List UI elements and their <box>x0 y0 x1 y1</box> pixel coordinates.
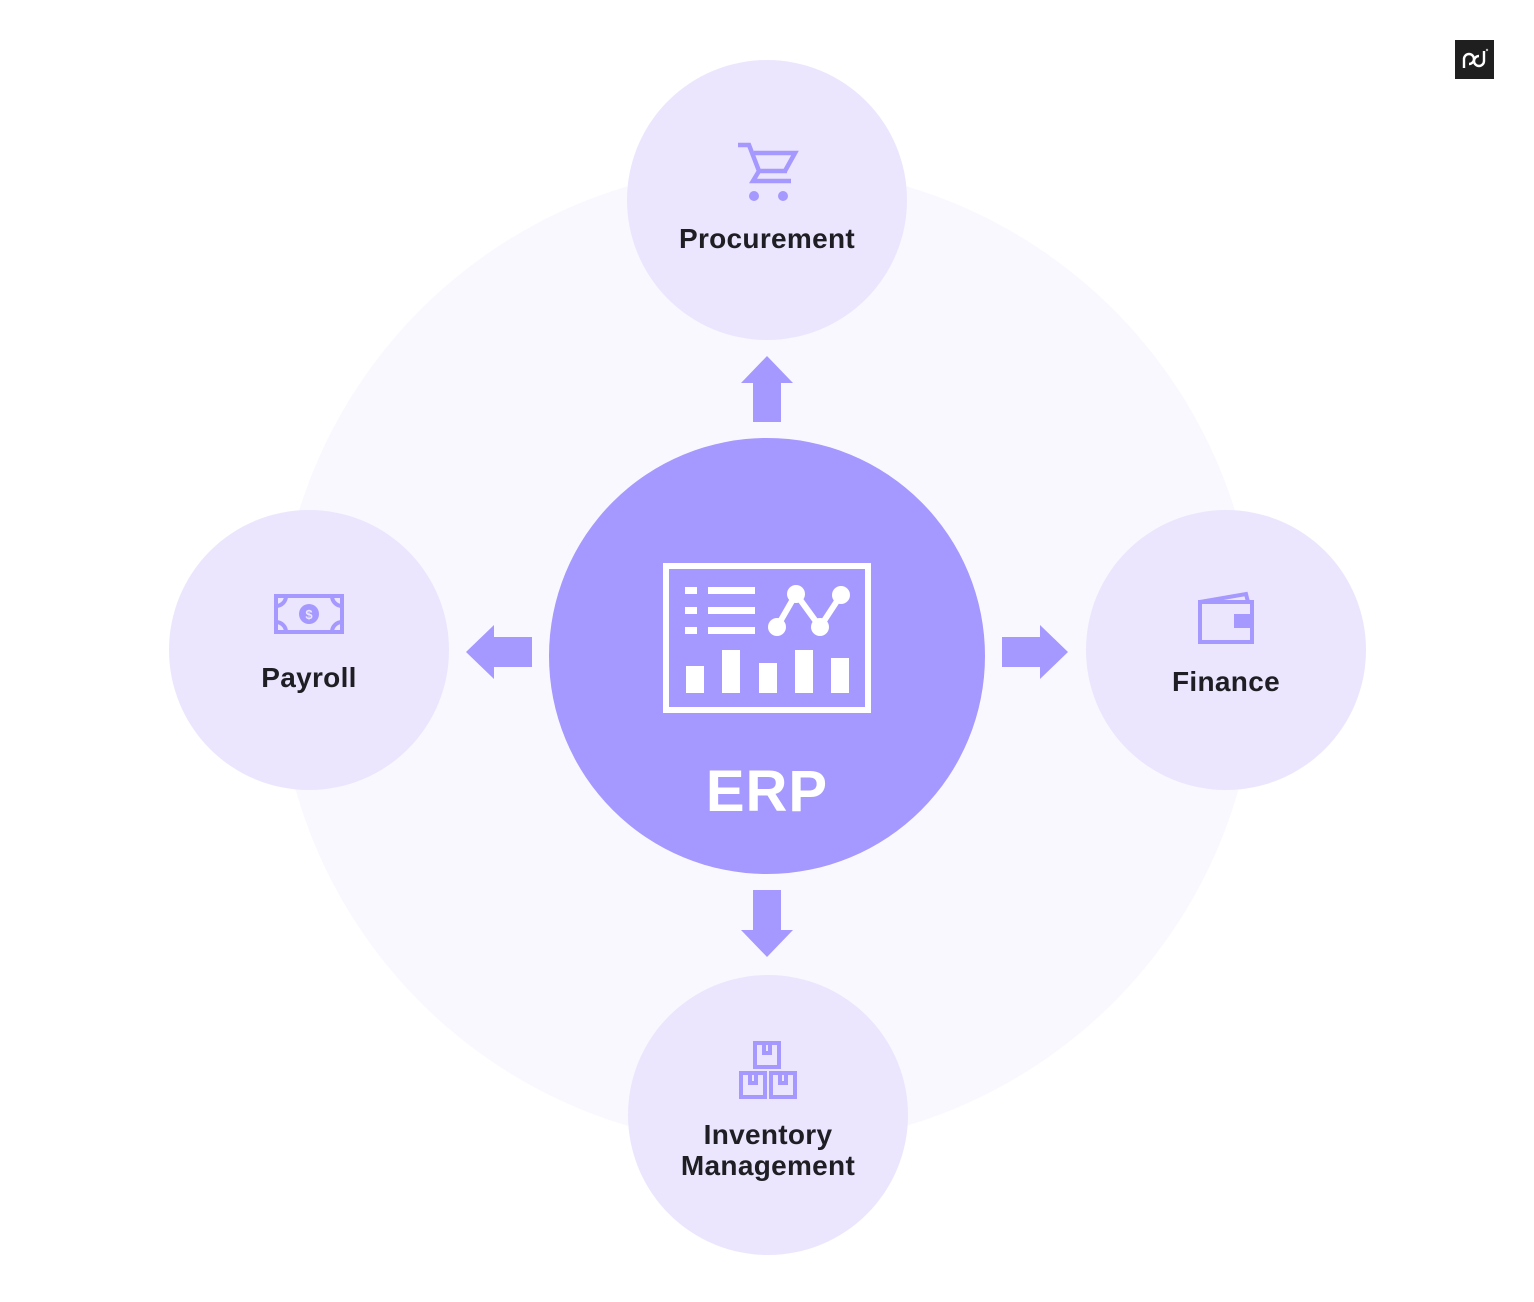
wallet-icon <box>1198 591 1254 644</box>
banknote-icon: $ <box>274 593 344 634</box>
node-payroll: $ Payroll <box>169 510 449 790</box>
arrow-up-icon <box>741 356 793 422</box>
node-label-line2: Management <box>680 1150 856 1181</box>
node-label: Procurement <box>678 222 856 254</box>
node-inventory-management: Inventory Management <box>628 975 908 1255</box>
pandadoc-logo-icon <box>1455 40 1494 79</box>
node-label: Payroll <box>261 661 357 693</box>
shopping-cart-icon <box>738 142 799 201</box>
node-erp-center <box>549 438 985 874</box>
node-finance: Finance <box>1086 510 1366 790</box>
erp-label: ERP <box>705 759 829 824</box>
boxes-icon <box>739 1041 797 1099</box>
node-procurement: Procurement <box>627 60 907 340</box>
node-label-line1: Inventory <box>703 1119 833 1150</box>
arrow-down-icon <box>741 890 793 957</box>
arrow-right-icon <box>1002 625 1068 679</box>
svg-text:$: $ <box>305 607 313 622</box>
arrow-left-icon <box>466 625 532 679</box>
dashboard-analytics-icon <box>663 563 871 713</box>
node-label: Finance <box>1172 665 1280 697</box>
